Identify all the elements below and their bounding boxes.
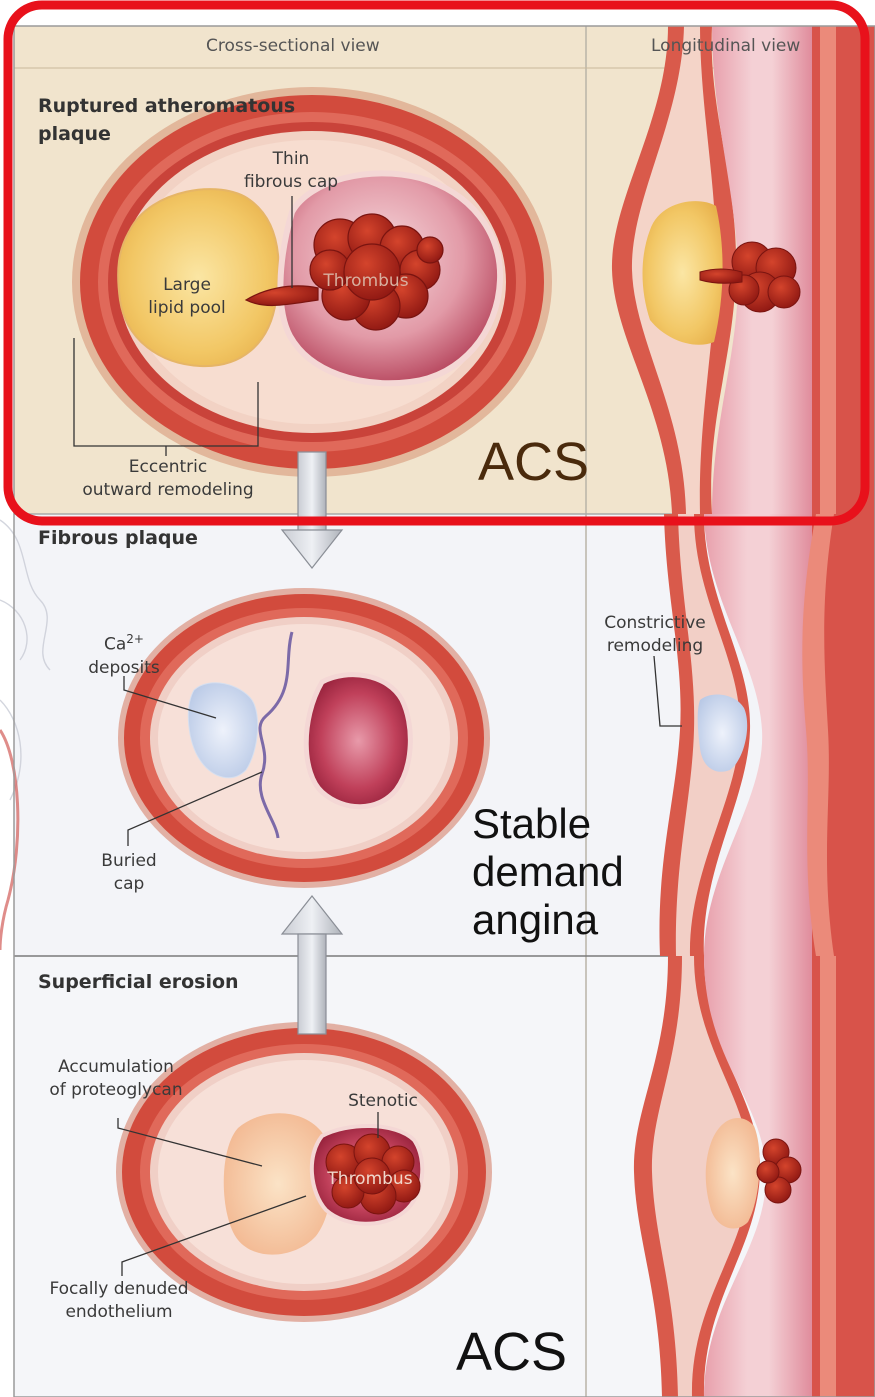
eccentric-remodeling-label: Eccentric outward remodeling [66, 456, 270, 502]
large-lipid-pool-label: Large lipid pool [132, 274, 242, 320]
calcium-symbol: Ca [104, 635, 126, 655]
erosion-thrombus-label: Thrombus [316, 1168, 424, 1191]
buried-cap-label: Buried cap [92, 850, 166, 896]
calcium-charge: 2+ [126, 632, 144, 646]
lipid-label-line2: lipid pool [132, 297, 242, 320]
thin-fibrous-cap-label: Thin fibrous cap [236, 148, 346, 194]
buried-label-line2: cap [92, 873, 166, 896]
stable-tag-line3: angina [472, 896, 624, 944]
ruptured-acs-tag: ACS [478, 436, 589, 488]
fibrous-cross-section [118, 588, 490, 888]
calcium-label-line1: Ca2+ [78, 628, 170, 657]
denuded-endothelium-label: Focally denuded endothelium [36, 1278, 202, 1324]
longitudinal-header: Longitudinal view [651, 36, 800, 56]
ruptured-thrombus-label: Thrombus [308, 270, 424, 293]
stenotic-label: Stenotic [338, 1090, 428, 1113]
denuded-label-line1: Focally denuded [36, 1278, 202, 1301]
buried-label-line1: Buried [92, 850, 166, 873]
ruptured-title-line2: plaque [38, 120, 295, 148]
stable-angina-tag: Stable demand angina [472, 800, 624, 944]
thin-label-line1: Thin [236, 148, 346, 171]
constrictive-label-line2: remodeling [596, 635, 714, 658]
erosion-acs-tag: ACS [456, 1326, 567, 1378]
fibrous-longitudinal [659, 514, 875, 956]
accum-label-line1: Accumulation [36, 1056, 196, 1079]
ruptured-title-line1: Ruptured atheromatous [38, 92, 295, 120]
calcium-deposits-label: Ca2+ deposits [78, 628, 170, 680]
fibrous-title: Fibrous plaque [38, 524, 198, 552]
constrictive-remodeling-label: Constrictive remodeling [596, 612, 714, 658]
cross-sectional-header: Cross-sectional view [206, 36, 380, 56]
erosion-title: Superficial erosion [38, 968, 239, 996]
erosion-longitudinal [634, 956, 875, 1397]
stable-tag-line1: Stable [472, 800, 624, 848]
constrictive-label-line1: Constrictive [596, 612, 714, 635]
proteoglycan-label: Accumulation of proteoglycan [36, 1056, 196, 1102]
remodel-label-line1: Eccentric [66, 456, 270, 479]
thin-label-line2: fibrous cap [236, 171, 346, 194]
fibrous-lumen [306, 675, 410, 807]
remodel-label-line2: outward remodeling [66, 479, 270, 502]
calcium-label-line2: deposits [78, 657, 170, 680]
lipid-label-line1: Large [132, 274, 242, 297]
ruptured-title: Ruptured atheromatous plaque [38, 92, 295, 148]
denuded-label-line2: endothelium [36, 1301, 202, 1324]
accum-label-line2: of proteoglycan [36, 1079, 196, 1102]
stable-tag-line2: demand [472, 848, 624, 896]
